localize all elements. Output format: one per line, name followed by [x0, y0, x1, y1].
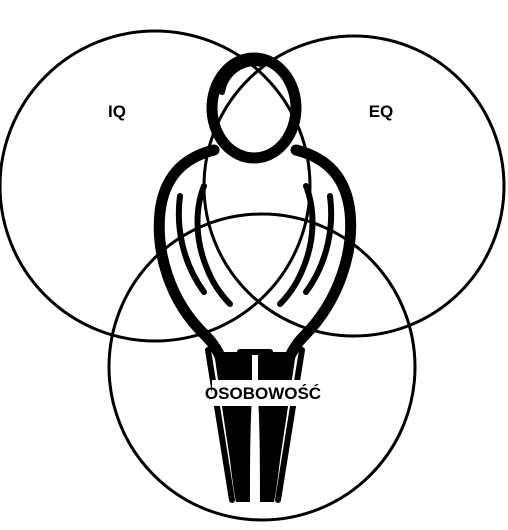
label-iq: IQ [108, 102, 126, 121]
label-eq: EQ [369, 102, 394, 121]
circle-eq [204, 36, 504, 336]
circle-iq [0, 31, 310, 341]
person-figure [159, 58, 350, 502]
label-personality: OSOBOWOŚĆ [205, 384, 321, 403]
person-right-arm-outer [288, 150, 351, 360]
